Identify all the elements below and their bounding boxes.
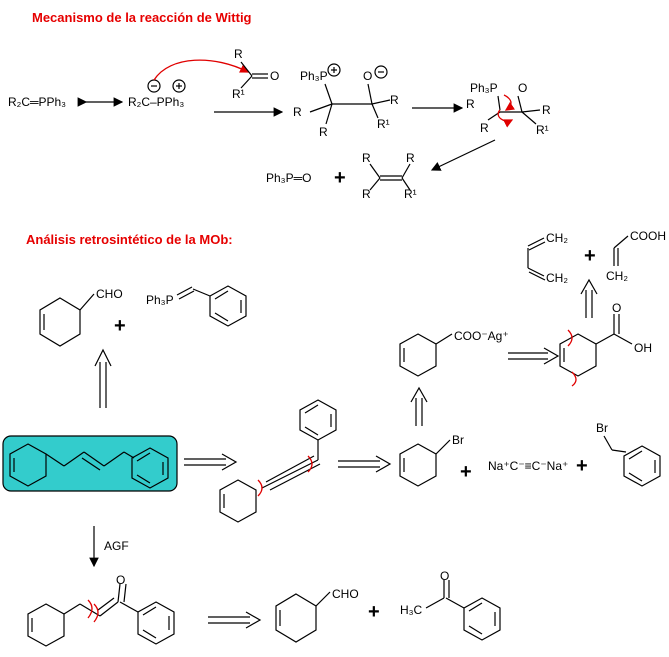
svg-text:R: R xyxy=(542,103,551,117)
target-molecule xyxy=(2,435,178,492)
svg-text:+: + xyxy=(584,245,596,267)
bromocyclohexene: Br xyxy=(399,433,464,487)
oxaphosphetane: Ph₃P O R R R R¹ xyxy=(466,81,551,137)
svg-text:COOH: COOH xyxy=(630,229,666,243)
svg-text:R: R xyxy=(319,125,328,139)
svg-text:+: + xyxy=(334,167,346,189)
retro-arrow-right-2 xyxy=(338,455,392,473)
svg-text:COO⁻Ag⁺: COO⁻Ag⁺ xyxy=(454,329,509,343)
svg-text:O: O xyxy=(116,573,125,587)
svg-text:Br: Br xyxy=(596,421,608,435)
sodium-acetylide: Na⁺C⁻≡C⁻Na⁺ xyxy=(488,459,568,473)
wittig-products: Ph₃P═O + R R R R¹ xyxy=(266,151,417,201)
svg-text:+: + xyxy=(114,315,126,337)
phosphine-oxide: Ph₃P═O xyxy=(266,171,311,185)
svg-text:O: O xyxy=(440,569,449,583)
svg-text:R¹: R¹ xyxy=(232,87,245,101)
wittig-title: Mecanismo de la reacción de Wittig xyxy=(32,10,252,25)
svg-text:+: + xyxy=(576,455,588,477)
svg-text:R¹: R¹ xyxy=(377,117,390,131)
retro-title: Análisis retrosintético de la MOb: xyxy=(26,232,233,247)
svg-text:O: O xyxy=(270,69,279,83)
svg-text:R¹: R¹ xyxy=(536,123,549,137)
acetophenone: H₃C O xyxy=(400,569,501,641)
svg-text:R¹: R¹ xyxy=(404,187,417,201)
alkyne-intermediate xyxy=(219,399,337,523)
carbonyl: R R¹ O xyxy=(232,47,279,101)
svg-text:OH: OH xyxy=(634,341,652,355)
svg-text:R: R xyxy=(362,187,371,201)
svg-text:CH₂: CH₂ xyxy=(606,269,628,283)
svg-text:H₃C: H₃C xyxy=(400,603,423,617)
cyclohexene-carboxylic-acid: O OH xyxy=(559,301,652,387)
svg-text:O: O xyxy=(518,81,527,95)
ylide-right: R₂C–PPh₃ xyxy=(128,95,184,109)
svg-text:Br: Br xyxy=(452,433,464,447)
betaine: Ph₃P R R O R R¹ xyxy=(293,63,399,139)
svg-text:R: R xyxy=(466,97,475,111)
ylide-left: R₂C═PPh₃ xyxy=(8,95,66,109)
svg-text:R: R xyxy=(234,47,243,61)
svg-text:+: + xyxy=(460,461,472,483)
svg-text:CH₂: CH₂ xyxy=(546,271,568,285)
agf-arrow: AGF xyxy=(89,526,129,568)
svg-text:CHO: CHO xyxy=(332,587,359,601)
svg-text:R: R xyxy=(480,121,489,135)
benzyl-ylide: Ph₃P xyxy=(146,285,247,327)
svg-text:CHO: CHO xyxy=(96,287,123,301)
retro-arrow-up-3 xyxy=(580,278,598,318)
svg-text:O: O xyxy=(363,69,372,83)
ylide-resonance: R₂C═PPh₃ R₂C–PPh₃ xyxy=(8,59,250,109)
retro-arrow-up-2 xyxy=(410,386,428,426)
retro-arrow-right-3 xyxy=(508,347,560,365)
retro-arrow-right-1 xyxy=(184,453,238,471)
svg-text:Ph₃P: Ph₃P xyxy=(300,69,328,83)
svg-text:Ph₃P: Ph₃P xyxy=(146,293,174,307)
enone-intermediate: O xyxy=(27,573,175,647)
cyclohexene-cho-bottom: CHO xyxy=(275,587,359,643)
svg-text:Ph₃P: Ph₃P xyxy=(470,81,498,95)
butadiene: CH₂ CH₂ xyxy=(527,231,568,285)
acrylic-acid: COOH CH₂ xyxy=(606,229,666,283)
svg-text:O: O xyxy=(612,301,621,315)
retro-arrow-right-4 xyxy=(208,611,262,629)
svg-text:R: R xyxy=(390,93,399,107)
benzyl-bromide: Br xyxy=(596,421,661,487)
svg-text:+: + xyxy=(368,601,380,623)
cyclohexene-cho-top: CHO xyxy=(39,287,123,347)
retro-arrow-up-1 xyxy=(94,348,112,408)
svg-text:R: R xyxy=(406,151,415,165)
svg-text:R: R xyxy=(362,151,371,165)
svg-text:R: R xyxy=(293,105,302,119)
svg-text:CH₂: CH₂ xyxy=(546,231,568,245)
svg-text:AGF: AGF xyxy=(104,539,129,553)
silver-carboxylate: COO⁻Ag⁺ xyxy=(399,329,509,377)
